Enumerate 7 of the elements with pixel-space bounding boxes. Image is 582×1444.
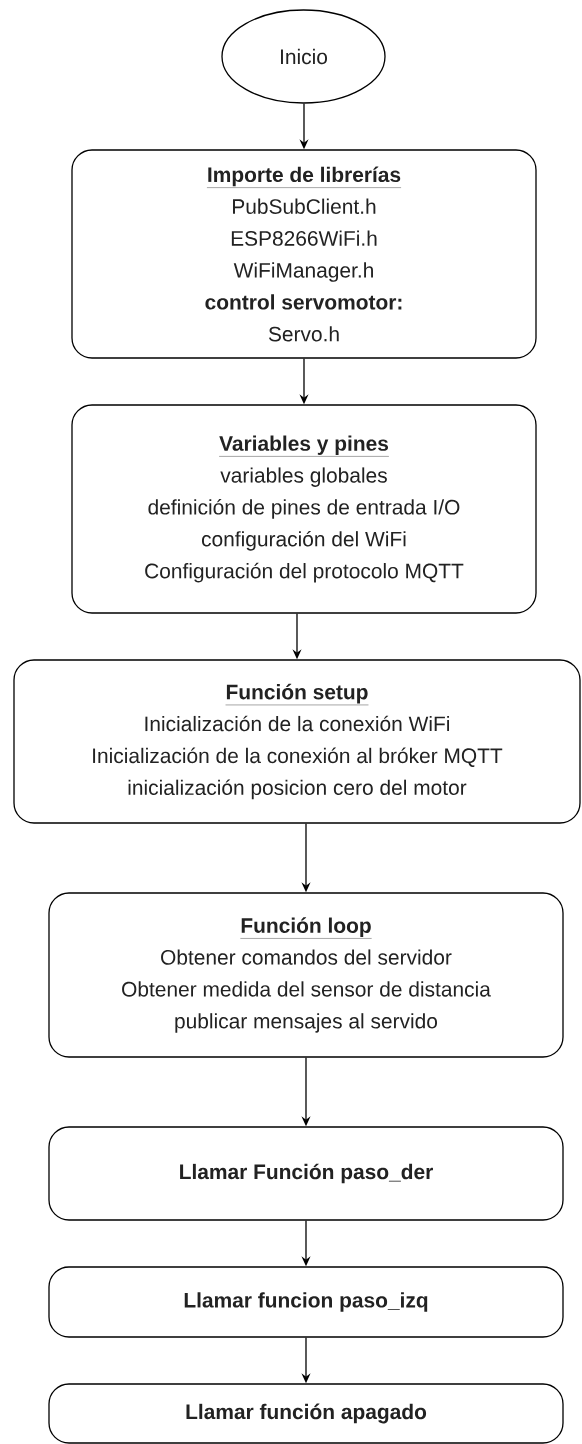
- process-box: Llamar funcion paso_izq: [48, 1266, 564, 1338]
- process-box: Función loop Obtener comandos del servidor Obtener medida del sensor de distancia publicar mensajes al servido: [48, 892, 564, 1058]
- process-box: Importe de librerías PubSubClient.h ESP8266WiFi.h WiFiManager.h control servomotor: Servo.h: [71, 149, 537, 359]
- process-box: Llamar función apagado: [48, 1383, 564, 1444]
- process-box: Variables y pines variables globales definición de pines de entrada I/O configuración del WiFi Configuración del protocolo MQTT: [71, 404, 537, 614]
- process-box: Llamar Función paso_der: [48, 1126, 564, 1221]
- process-box: Función setup Inicialización de la conexión WiFi Inicialización de la conexión al bróker MQTT inicialización posicion cero del motor: [13, 659, 581, 824]
